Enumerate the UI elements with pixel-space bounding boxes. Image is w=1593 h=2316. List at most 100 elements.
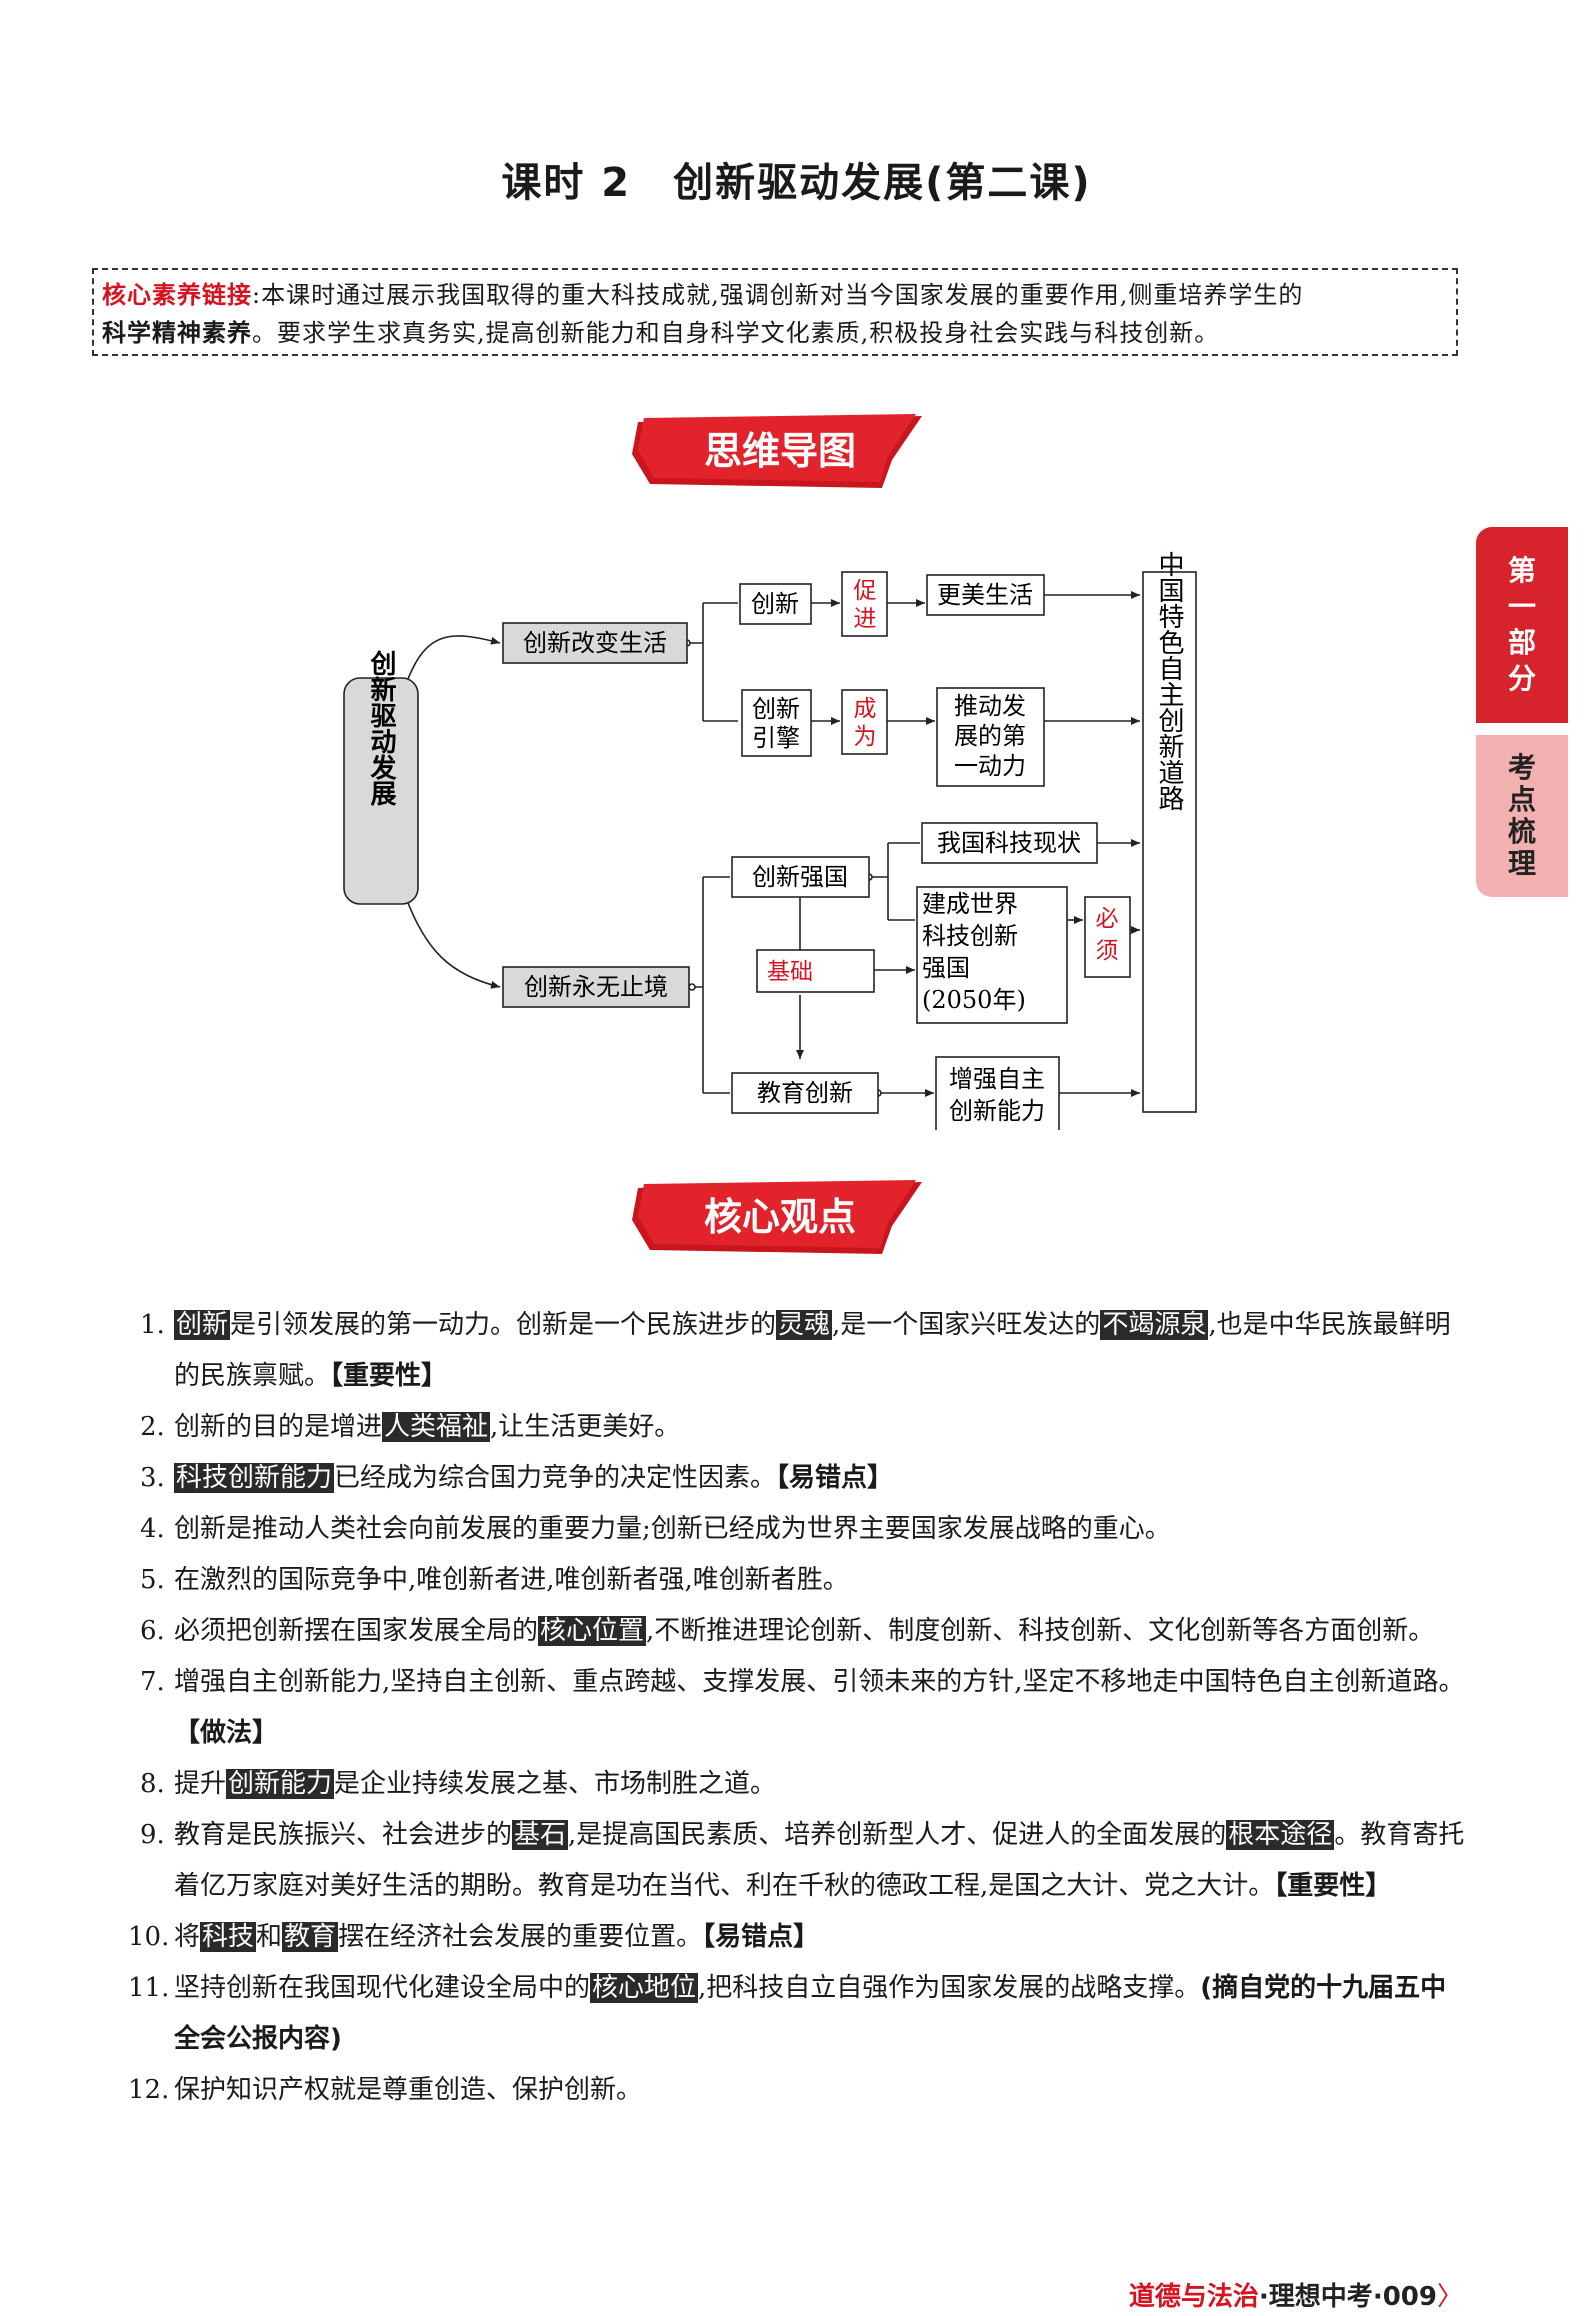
mind-rel-become: 成为 bbox=[854, 696, 877, 750]
mind-engine: 创新引擎 bbox=[752, 695, 800, 752]
side-tab-part-label: 第一部分 bbox=[1507, 554, 1536, 695]
core-literacy-label: 核心素养链接 bbox=[102, 281, 252, 309]
point-text: ,也是中华民族最鲜明的民族禀赋。 bbox=[174, 1310, 1451, 1391]
core-literacy-text: :本课时通过展示我国取得的重大科技成就,强调创新对当今国家发展的重要作用,侧重培… bbox=[252, 281, 1304, 309]
key-point-number: 12. bbox=[128, 2075, 170, 2105]
point-text: 是企业持续发展之基、市场制胜之道。 bbox=[334, 1769, 777, 1799]
mind-branch-no-end: 创新永无止境 bbox=[524, 973, 668, 1001]
point-tag: 【重要性】 bbox=[1274, 1871, 1392, 1901]
core-views-banner-text: 核心观点 bbox=[704, 1195, 856, 1239]
highlight-term: 教育 bbox=[282, 1922, 339, 1952]
key-point-item: 1. 创新是引领发展的第一动力。创新是一个民族进步的灵魂,是一个国家兴旺发达的不竭… bbox=[140, 1300, 1470, 1402]
footer-page-number: 009 bbox=[1382, 2282, 1437, 2312]
key-point-number: 7. bbox=[140, 1667, 165, 1697]
point-text: 。教育寄托着亿万家庭对美好生活的期盼。教育是功在当代、利在千秋的德政工程,是国之… bbox=[174, 1820, 1465, 1901]
key-point-item: 5. 在激烈的国际竞争中,唯创新者进,唯创新者强,唯创新者胜。 bbox=[140, 1555, 1470, 1606]
key-point-item: 8. 提升创新能力是企业持续发展之基、市场制胜之道。 bbox=[140, 1759, 1470, 1810]
science-spirit-label: 科学精神素养 bbox=[102, 319, 252, 347]
point-text: 创新的目的是增进 bbox=[174, 1412, 383, 1442]
footer-dot: · bbox=[1258, 2282, 1269, 2312]
mind-goal: 走中国特色自主创新道路 bbox=[1154, 550, 1184, 811]
key-point-item: 2.创新的目的是增进人类福祉,让生活更美好。 bbox=[140, 1402, 1470, 1453]
highlight-term: 根本途径 bbox=[1226, 1820, 1335, 1850]
key-point-item: 4. 创新是推动人类社会向前发展的重要力量;创新已经成为世界主要国家发展战略的重心… bbox=[140, 1504, 1470, 1555]
mind-base: 基础 bbox=[767, 959, 813, 985]
key-point-number: 1. bbox=[140, 1310, 165, 1340]
mind-rel-promote: 促进 bbox=[854, 578, 877, 632]
point-text: 必须把创新摆在国家发展全局的 bbox=[174, 1616, 539, 1646]
highlight-term: 科技创新能力 bbox=[174, 1463, 335, 1493]
highlight-term: 创新能力 bbox=[226, 1769, 335, 1799]
key-point-number: 10. bbox=[128, 1922, 170, 1952]
point-text: ,把科技自立自强作为国家发展的战略支撑。 bbox=[698, 1973, 1201, 2003]
point-text: 和 bbox=[256, 1922, 283, 1952]
mind-root: 创新驱动发展 bbox=[366, 650, 397, 807]
point-text: 是引领发展的第一动力。创新是一个民族进步的 bbox=[230, 1310, 777, 1340]
footer-subject: 道德与法治 bbox=[1128, 2282, 1259, 2312]
point-text: 保护知识产权就是尊重创造、保护创新。 bbox=[174, 2075, 643, 2105]
key-point-item: 7. 增强自主创新能力,坚持自主创新、重点跨越、支撑发展、引领未来的方针,坚定不移… bbox=[140, 1657, 1470, 1759]
key-point-item: 3.科技创新能力已经成为综合国力竞争的决定性因素。【易错点】 bbox=[140, 1453, 1470, 1504]
key-point-number: 8. bbox=[140, 1769, 165, 1799]
mind-strong-nation: 创新强国 bbox=[752, 863, 848, 891]
point-tag: (摘自党的十九届五中全会公报内容) bbox=[174, 1973, 1447, 2054]
highlight-term: 人类福祉 bbox=[382, 1412, 491, 1442]
footer-dot-2: · bbox=[1372, 2282, 1383, 2312]
footer-book: 理想中考 bbox=[1268, 2282, 1373, 2312]
point-tag: 【做法】 bbox=[174, 1718, 279, 1748]
key-point-number: 2. bbox=[140, 1412, 165, 1442]
mind-first-power: 推动发展的第一动力 bbox=[954, 692, 1026, 780]
mind-tech-status: 我国科技现状 bbox=[937, 829, 1081, 857]
chevron-right-icon: 〉 bbox=[1436, 2282, 1463, 2312]
key-point-item: 12.保护知识产权就是尊重创造、保护创新。 bbox=[128, 2065, 1470, 2116]
point-text: 提升 bbox=[174, 1769, 227, 1799]
highlight-term: 科技 bbox=[200, 1922, 257, 1952]
mind-branch-change-life: 创新改变生活 bbox=[523, 629, 667, 657]
highlight-term: 创新 bbox=[174, 1310, 231, 1340]
point-text: 摆在经济社会发展的重要位置。 bbox=[338, 1922, 703, 1952]
key-point-number: 4. bbox=[140, 1514, 165, 1544]
mind-education: 教育创新 bbox=[757, 1079, 853, 1107]
side-tab-section-label: 考点梳理 bbox=[1507, 751, 1536, 880]
point-text: 教育是民族振兴、社会进步的 bbox=[174, 1820, 513, 1850]
key-point-number: 5. bbox=[140, 1565, 165, 1595]
key-point-number: 6. bbox=[140, 1616, 165, 1646]
key-point-number: 3. bbox=[140, 1463, 165, 1493]
mind-map-diagram: 创新驱动发展 创新改变生活 创新永无止境 创新 促进 更美生活 创新引擎 成为 … bbox=[343, 550, 1197, 1130]
highlight-term: 核心位置 bbox=[538, 1616, 647, 1646]
mind-map-banner: 思维导图 bbox=[630, 412, 930, 494]
mind-rel-promote-2: 进 bbox=[854, 606, 877, 632]
mind-rel-must: 必须 bbox=[1096, 906, 1119, 964]
side-tab-part[interactable]: 第一部分 bbox=[1476, 527, 1568, 723]
key-point-number: 11. bbox=[128, 1973, 170, 2003]
mind-rel-promote-1: 促 bbox=[854, 578, 877, 604]
highlight-term: 核心地位 bbox=[590, 1973, 699, 2003]
point-text: 将 bbox=[174, 1922, 201, 1952]
point-tag: 【易错点】 bbox=[702, 1922, 820, 1952]
point-text: ,是一个国家兴旺发达的 bbox=[832, 1310, 1101, 1340]
mind-world-power: 建成世界科技创新强国(2050年) bbox=[922, 890, 1026, 1014]
point-text: 已经成为综合国力竞争的决定性因素。 bbox=[334, 1463, 777, 1493]
side-tab-section[interactable]: 考点梳理 bbox=[1476, 735, 1568, 897]
page-title: 课时 2 创新驱动发展(第二课) bbox=[501, 160, 1092, 206]
point-text: 坚持创新在我国现代化建设全局中的 bbox=[174, 1973, 591, 2003]
page-footer: 道德与法治·理想中考·009〉 bbox=[1129, 2276, 1463, 2313]
mind-self-innovation: 增强自主创新能力 bbox=[949, 1065, 1045, 1125]
point-text: ,是提高国民素质、培养创新型人才、促进人的全面发展的 bbox=[568, 1820, 1227, 1850]
core-literacy-box: 核心素养链接:本课时通过展示我国取得的重大科技成就,强调创新对当今国家发展的重要… bbox=[92, 268, 1458, 356]
highlight-term: 不竭源泉 bbox=[1100, 1310, 1209, 1340]
point-text: ,不断推进理论创新、制度创新、科技创新、文化创新等各方面创新。 bbox=[646, 1616, 1435, 1646]
key-point-item: 9.教育是民族振兴、社会进步的基石,是提高国民素质、培养创新型人才、促进人的全面… bbox=[140, 1810, 1470, 1912]
point-text: 创新是推动人类社会向前发展的重要力量;创新已经成为世界主要国家发展战略的重心。 bbox=[174, 1514, 1171, 1544]
key-point-item: 11.坚持创新在我国现代化建设全局中的核心地位,把科技自立自强作为国家发展的战略… bbox=[128, 1963, 1470, 2065]
mind-map-banner-text: 思维导图 bbox=[704, 429, 856, 473]
point-text: 增强自主创新能力,坚持自主创新、重点跨越、支撑发展、引领未来的方针,坚定不移地走… bbox=[174, 1667, 1465, 1697]
key-point-item: 10.将科技和教育摆在经济社会发展的重要位置。【易错点】 bbox=[128, 1912, 1470, 1963]
core-views-banner: 核心观点 bbox=[630, 1178, 930, 1260]
highlight-term: 灵魂 bbox=[776, 1310, 833, 1340]
key-points-list: 1. 创新是引领发展的第一动力。创新是一个民族进步的灵魂,是一个国家兴旺发达的不竭… bbox=[128, 1300, 1470, 2116]
mind-innovation: 创新 bbox=[751, 590, 799, 618]
core-literacy-text-2: 。要求学生求真务实,提高创新能力和自身科学文化素质,积极投身社会实践与科技创新。 bbox=[252, 319, 1220, 347]
key-point-item: 6. 必须把创新摆在国家发展全局的核心位置,不断推进理论创新、制度创新、科技创新、… bbox=[140, 1606, 1470, 1657]
point-text: 在激烈的国际竞争中,唯创新者进,唯创新者强,唯创新者胜。 bbox=[174, 1565, 849, 1595]
